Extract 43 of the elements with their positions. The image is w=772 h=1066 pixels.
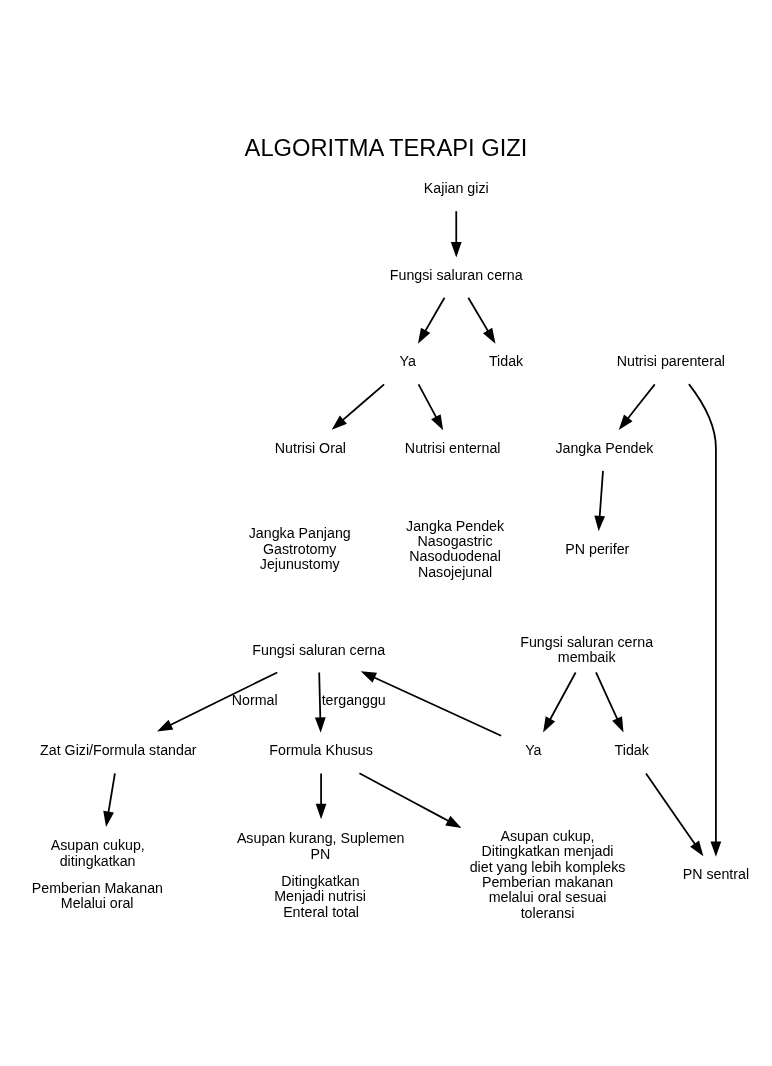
label: Jangka Panjang Gastrotomy Jejunustomy xyxy=(248,524,351,572)
arrow xyxy=(331,382,385,430)
node-text: Kajian gizi xyxy=(423,179,489,196)
node-text: Asupan cukup, Ditingkatkan menjadi diet yang lebih kompleks Pemberian makanan melalui oral sesuai toleransi xyxy=(469,827,626,921)
node-text: Formula Khusus xyxy=(269,741,373,758)
node-text: Nutrisi enternal xyxy=(404,439,501,456)
node-text: Fungsi saluran cerna xyxy=(389,266,523,283)
arrow xyxy=(315,772,327,819)
diagram-title: ALGORITMA TERAPI GIZI xyxy=(244,134,528,161)
node-text: Fungsi saluran cerna membaik xyxy=(520,633,654,665)
node-text: Jangka Pendek xyxy=(555,439,654,456)
arrow xyxy=(157,671,279,731)
arrow xyxy=(594,469,606,531)
arrow xyxy=(417,296,446,344)
arrow xyxy=(358,771,462,828)
arrow xyxy=(595,671,624,733)
node-text: Nutrisi Oral xyxy=(274,439,346,456)
node-text: Fungsi saluran cerna xyxy=(252,641,386,658)
node-text: Zat Gizi/Formula standar xyxy=(40,741,197,758)
edge-label: terganggu xyxy=(321,691,386,708)
node-text: PN sentral xyxy=(682,865,750,882)
arrow xyxy=(417,382,444,430)
node-label: Pemberian Makanan Melalui oral xyxy=(31,879,163,911)
label: Jangka Pendek Nasogastric Nasoduodenal Nasojejunal xyxy=(406,517,505,580)
node-text: Asupan kurang, Suplemen PN xyxy=(236,829,405,861)
node-text: Asupan cukup, ditingkatkan xyxy=(50,836,145,869)
arrow xyxy=(314,671,326,733)
arrow xyxy=(360,670,502,737)
node-label: Ditingkatkan Menjadi nutrisi Enteral total xyxy=(274,872,366,920)
node-text: Ya xyxy=(399,352,416,369)
arrow xyxy=(618,382,656,430)
arrow xyxy=(467,296,496,344)
edge-label: Normal xyxy=(231,691,278,708)
node-text: PN perifer xyxy=(565,540,630,557)
node-text: Tidak xyxy=(614,741,649,758)
arrow xyxy=(688,382,722,857)
node-text: Ya xyxy=(525,741,542,758)
node-text: Nutrisi parenteral xyxy=(616,352,725,369)
arrow xyxy=(103,772,116,827)
arrow xyxy=(543,671,577,732)
arrow xyxy=(450,209,462,258)
node-text: Tidak xyxy=(488,352,524,369)
arrow xyxy=(645,772,704,856)
